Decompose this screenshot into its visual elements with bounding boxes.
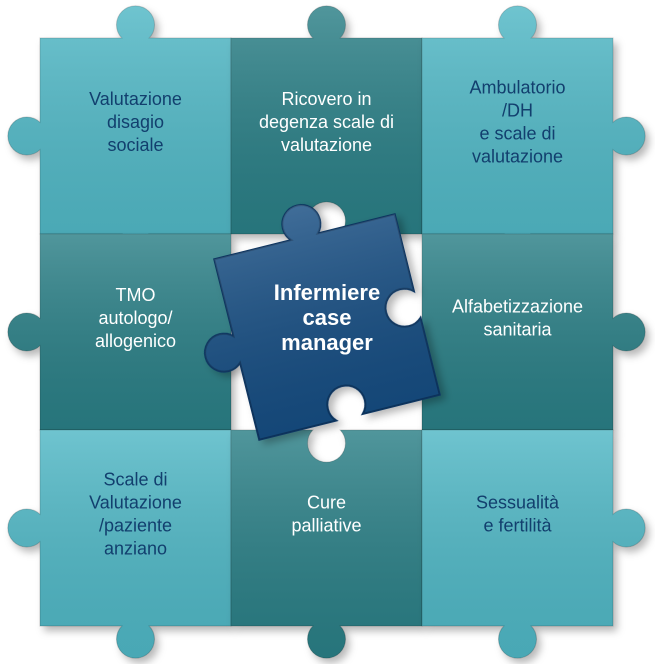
center-piece-gloss — [205, 205, 440, 440]
piece-tmo-line-2: autologo/ — [98, 308, 172, 328]
puzzle-piece-tmo: TMO autologo/allogenico — [7, 233, 232, 431]
piece-ricovero-degenza-line-1: Ricovero in — [281, 89, 371, 109]
piece-alfabetizzazione-line-1: Alfabetizzazione — [452, 297, 583, 317]
piece-sessualita-fertilita-line-1: Sessualità — [476, 493, 560, 513]
puzzle-piece-center — [204, 204, 441, 441]
puzzle-piece-ricovero-degenza: Ricovero in degenza scale di valutazione — [230, 5, 423, 235]
puzzle-piece-gloss — [231, 430, 422, 659]
piece-ambulatorio-dh-line-2: /DH — [502, 101, 533, 121]
piece-tmo-line-1: TMO — [116, 285, 156, 305]
puzzle-piece-gloss — [7, 5, 232, 267]
piece-valutazione-disagio-line-1: Valutazione — [89, 89, 182, 109]
piece-scale-anziano-line-1: Scale di — [103, 470, 167, 490]
piece-alfabetizzazione-line-2: sanitaria — [483, 320, 552, 340]
piece-scale-anziano-line-2: Valutazione — [89, 493, 182, 513]
piece-cure-palliative-line-1: Cure — [307, 493, 346, 513]
piece-valutazione-disagio-line-3: sociale — [107, 135, 163, 155]
puzzle-piece-scale-anziano: Scale di Valutazione/paziente anziano — [7, 429, 232, 659]
piece-ambulatorio-dh-line-1: Ambulatorio — [469, 78, 565, 98]
piece-ambulatorio-dh-line-4: valutazione — [472, 147, 563, 167]
piece-scale-anziano-line-4: anziano — [104, 539, 167, 559]
puzzle-piece-gloss — [7, 430, 232, 659]
puzzle-piece-alfabetizzazione: Alfabetizzazione sanitaria — [421, 233, 646, 431]
piece-ambulatorio-dh-line-3: e scale di — [479, 124, 555, 144]
center-label-line-3: manager — [281, 330, 373, 355]
piece-sessualita-fertilita-line-2: e fertilità — [483, 516, 552, 536]
puzzle-piece-gloss — [422, 430, 646, 659]
puzzle-piece-valutazione-disagio: Valutazione disagio sociale — [7, 5, 232, 267]
piece-cure-palliative-line-2: palliative — [291, 516, 361, 536]
piece-valutazione-disagio-line-2: disagio — [107, 112, 164, 132]
puzzle-piece-gloss — [422, 234, 646, 430]
piece-tmo-line-3: allogenico — [95, 331, 176, 351]
puzzle-piece-gloss — [7, 234, 231, 430]
puzzle-piece-cure-palliative: Cure palliative — [230, 429, 423, 659]
center-label-line-1: Infermiere — [274, 280, 380, 305]
puzzle-piece-ambulatorio-dh: Ambulatorio/DH e scale di valutazione — [421, 5, 646, 267]
puzzle-piece-sessualita-fertilita: Sessualità e fertilità — [421, 429, 646, 659]
center-label-line-2: case — [303, 305, 352, 330]
puzzle-piece-gloss — [422, 5, 646, 267]
piece-scale-anziano-line-3: /paziente — [99, 516, 172, 536]
puzzle-piece-gloss — [231, 5, 422, 235]
piece-ricovero-degenza-line-3: valutazione — [281, 135, 372, 155]
piece-ricovero-degenza-line-2: degenza scale di — [259, 112, 394, 132]
